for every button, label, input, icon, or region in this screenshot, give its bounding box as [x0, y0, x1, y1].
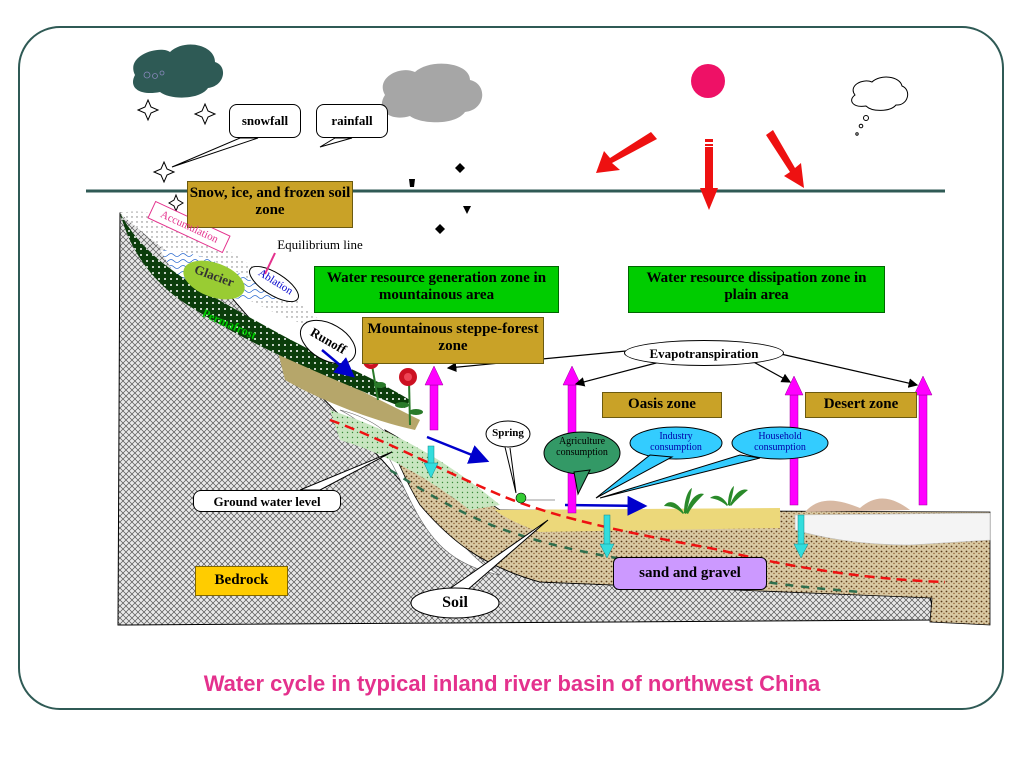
dissipation-zone-label: Water resource dissipation zone in plain… [628, 266, 885, 313]
spring-bubble [485, 420, 531, 448]
rain-cloud-icon [381, 63, 483, 123]
soil-ellipse [410, 587, 500, 619]
evapotranspiration-label: Evapotranspiration [624, 340, 784, 366]
raindrop-icons [409, 163, 471, 234]
industry-bubble [629, 426, 723, 460]
spring-label: Spring [492, 427, 524, 439]
groundwater-level-line [329, 418, 946, 584]
soil-label: Soil [442, 594, 468, 611]
runoff-ellipse [300, 319, 356, 365]
sun-icon [691, 64, 725, 98]
snow-cloud-icon [132, 44, 224, 98]
generation-zone-label: Water resource generation zone in mounta… [314, 266, 559, 313]
steppe-forest-zone-label: Mountainous steppe-forest zone [362, 317, 544, 364]
sand-gravel-label: sand and gravel [613, 557, 767, 590]
agriculture-consumption-label: Agriculture consumption [556, 436, 608, 458]
slide-title: Water cycle in typical inland river basi… [203, 671, 821, 696]
bedrock-label: Bedrock [195, 566, 288, 596]
sun-ray-arrows [596, 130, 804, 210]
infiltration-arrows [423, 445, 809, 559]
plant-icons [664, 486, 748, 514]
oasis-zone-label: Oasis zone [602, 392, 722, 418]
thought-cloud-icon [851, 76, 909, 136]
industry-consumption-label: Industry consumption [650, 431, 702, 453]
household-consumption-label: Household consumption [754, 431, 806, 453]
household-bubble [731, 426, 829, 460]
equilibrium-line-label: Equilibrium line [277, 237, 363, 252]
ground-water-level-label: Ground water level [193, 490, 341, 512]
glacier-ellipse [183, 260, 245, 300]
desert-zone-label: Desert zone [805, 392, 917, 418]
snowfall-label: snowfall [229, 104, 301, 138]
permafrost-band [120, 213, 410, 408]
slide-frame [18, 26, 1004, 710]
rainfall-label: rainfall [316, 104, 388, 138]
snow-ice-zone-label: Snow, ice, and frozen soil zone [187, 181, 353, 228]
